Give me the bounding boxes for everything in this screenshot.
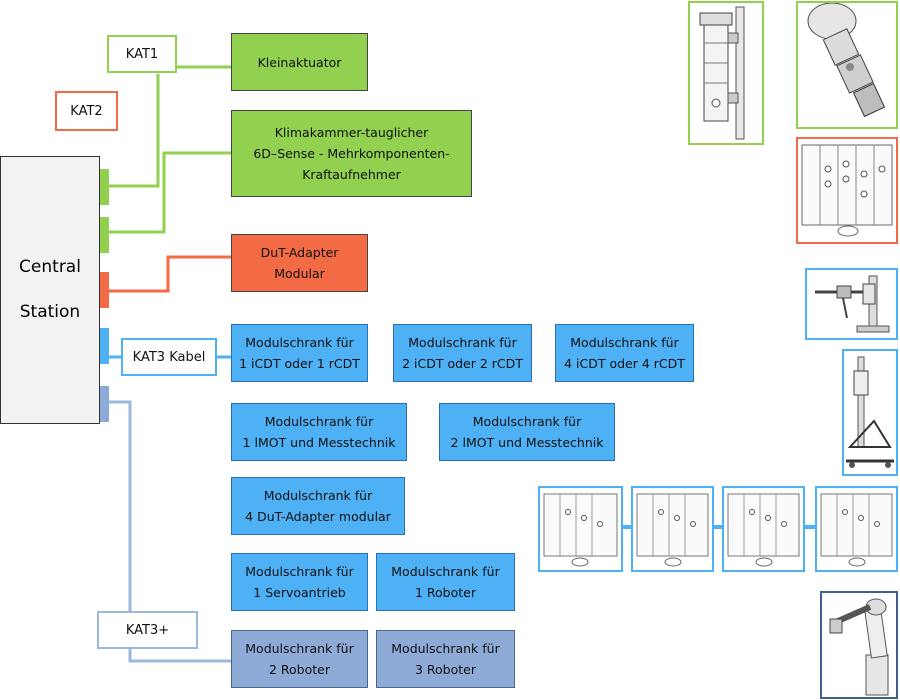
module-dut-4-text: Modulschrank für 4 DuT-Adapter modular xyxy=(245,488,391,524)
module-robot-3: Modulschrank für 3 Roboter xyxy=(376,630,515,688)
port-kat3 xyxy=(100,328,109,364)
module-icdt-2-text: Modulschrank für 2 iCDT oder 2 rCDT xyxy=(402,335,523,371)
rack-image xyxy=(631,486,714,572)
robot-arm-image xyxy=(820,591,898,699)
kat2-line-to-dut-adapter xyxy=(107,255,231,293)
central-station: Central Station xyxy=(0,156,100,424)
module-icdt-1: Modulschrank für 1 iCDT oder 1 rCDT xyxy=(231,324,368,382)
stand-image xyxy=(842,349,898,476)
central-station-label: Central Station xyxy=(19,257,81,322)
module-dut-adapter: DuT-Adapter Modular xyxy=(231,234,368,292)
kat3-text: KAT3 Kabel xyxy=(132,349,206,365)
kat2-label: KAT2 xyxy=(55,91,118,131)
module-servo-1: Modulschrank für 1 Servoantrieb xyxy=(231,553,368,611)
rack-image xyxy=(815,486,898,572)
port-kat3plus xyxy=(100,386,109,422)
kat1-line-to-klimakammer xyxy=(107,151,231,234)
kat3plus-line xyxy=(107,400,132,611)
module-robot-1-text: Modulschrank für 1 Roboter xyxy=(391,564,500,600)
kat3-label: KAT3 Kabel xyxy=(121,338,217,376)
module-dut-adapter-text: DuT-Adapter Modular xyxy=(260,245,339,281)
module-servo-1-text: Modulschrank für 1 Servoantrieb xyxy=(245,564,354,600)
module-kleinaktuator: Kleinaktuator xyxy=(231,33,368,91)
kat2-text: KAT2 xyxy=(70,103,103,119)
rack-image xyxy=(722,486,805,572)
kat3plus-line-to-robot xyxy=(128,648,231,663)
module-robot-2: Modulschrank für 2 Roboter xyxy=(231,630,368,688)
gripper-image xyxy=(796,1,898,129)
module-icdt-1-text: Modulschrank für 1 iCDT oder 1 rCDT xyxy=(239,335,360,371)
test-rig-image xyxy=(805,268,898,340)
module-lmot-1: Modulschrank für 1 lMOT und Messtechnik xyxy=(231,403,407,461)
actuator-clamp-image xyxy=(688,1,764,145)
module-lmot-2: Modulschrank für 2 lMOT und Messtechnik xyxy=(439,403,615,461)
module-icdt-4-text: Modulschrank für 4 iCDT oder 4 rCDT xyxy=(564,335,685,371)
port-kat1-a xyxy=(100,169,109,205)
module-robot-2-text: Modulschrank für 2 Roboter xyxy=(245,641,354,677)
kat3plus-text: KAT3+ xyxy=(125,622,170,638)
module-klimakammer-text: Klimakammer-tauglicher 6D–Sense - Mehrko… xyxy=(253,125,450,182)
module-lmot-2-text: Modulschrank für 2 lMOT und Messtechnik xyxy=(450,414,604,450)
kat1-label: KAT1 xyxy=(107,35,177,73)
module-klimakammer: Klimakammer-tauglicher 6D–Sense - Mehrko… xyxy=(231,110,472,197)
kat1-text: KAT1 xyxy=(125,46,159,62)
port-kat1-b xyxy=(100,217,109,253)
module-robot-1: Modulschrank für 1 Roboter xyxy=(376,553,515,611)
port-kat2 xyxy=(100,272,109,308)
rack-image xyxy=(796,137,898,244)
module-kleinaktuator-text: Kleinaktuator xyxy=(257,54,342,70)
module-icdt-4: Modulschrank für 4 iCDT oder 4 rCDT xyxy=(555,324,694,382)
kat3plus-label: KAT3+ xyxy=(97,611,198,649)
kat1-line-to-station xyxy=(107,74,160,188)
module-lmot-1-text: Modulschrank für 1 lMOT und Messtechnik xyxy=(242,414,396,450)
module-robot-3-text: Modulschrank für 3 Roboter xyxy=(391,641,500,677)
module-dut-4: Modulschrank für 4 DuT-Adapter modular xyxy=(231,477,405,535)
module-icdt-2: Modulschrank für 2 iCDT oder 2 rCDT xyxy=(393,324,532,382)
rack-image xyxy=(538,486,623,572)
